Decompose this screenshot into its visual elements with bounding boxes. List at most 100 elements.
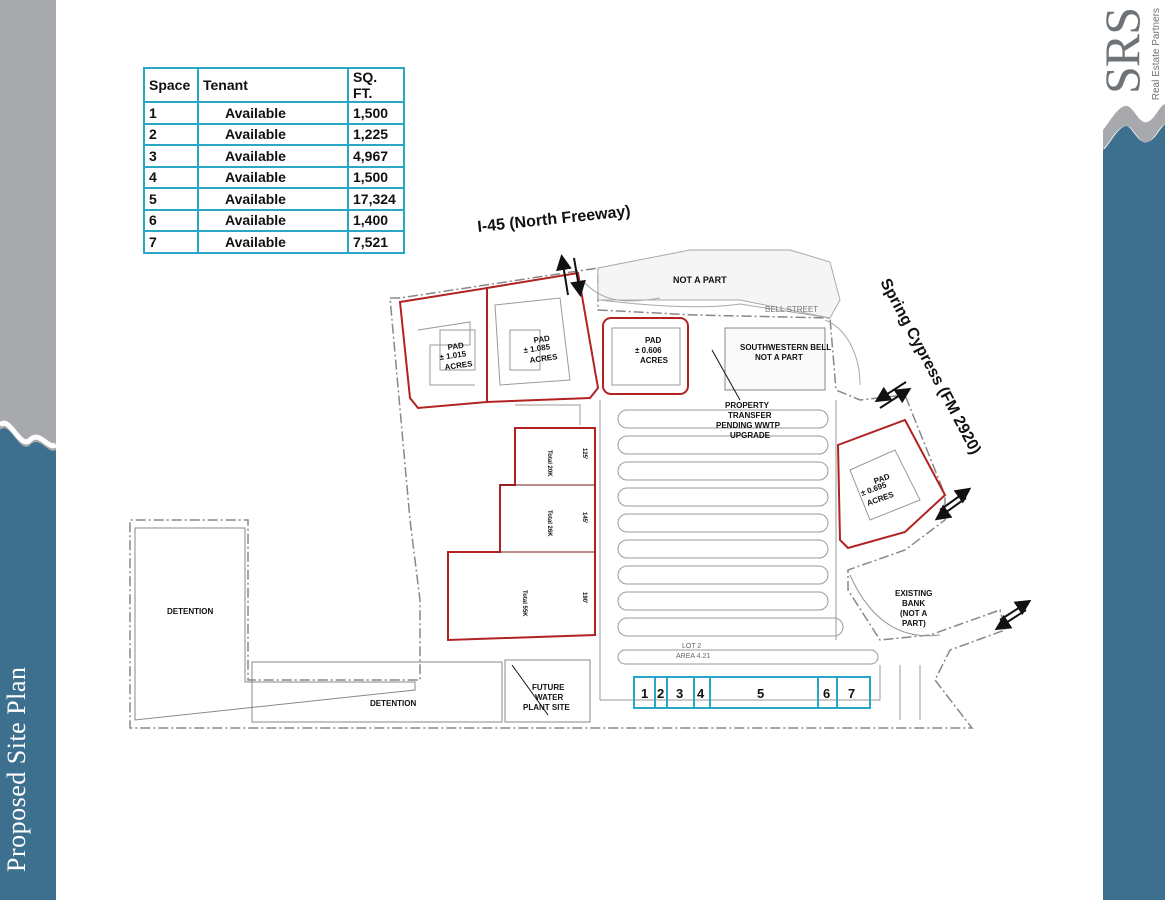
bldg-b-dim: 145'	[581, 512, 587, 524]
table-row: 5 Available 17,324	[143, 187, 405, 211]
road-label-east: Spring Cypress (FM 2920)	[876, 276, 983, 457]
southwestern-bell-label-2: NOT A PART	[755, 353, 803, 362]
cell-sqft: 1,400	[347, 208, 405, 232]
pad2-driveway	[494, 297, 571, 386]
pad3-label-2: ± 0.606	[635, 346, 662, 355]
header-space: Space	[143, 67, 199, 103]
pad3-driveway	[611, 327, 681, 386]
logo-subtitle: Real Estate Partners	[1151, 8, 1162, 101]
water-plant-label-1: FUTURE	[532, 683, 565, 692]
cell-space: 4	[143, 165, 199, 189]
cell-tenant: Available	[197, 165, 349, 189]
water-plant-area	[504, 659, 591, 723]
space-number-6: 6	[823, 686, 830, 701]
property-boundary	[129, 267, 1006, 729]
water-plant-label-2: WATER	[535, 693, 564, 702]
property-transfer-label-3: PENDING WWTP	[716, 421, 781, 430]
bldg-a-dim: 125'	[581, 448, 587, 460]
pad4-driveway	[849, 449, 921, 521]
bank-driveway	[849, 574, 941, 637]
cell-tenant: Available	[197, 187, 349, 211]
pad-parcel-2	[486, 271, 600, 404]
header-tenant: Tenant	[197, 67, 349, 103]
detention-left-area	[134, 527, 416, 721]
cell-sqft: 1,500	[347, 165, 405, 189]
pad1-label-3: ACRES	[444, 359, 474, 372]
bldg-b-label: Total 26K	[546, 510, 552, 537]
tenant-table: Space Tenant SQ. FT. 1 Available 1,500 2…	[143, 67, 405, 254]
bell-street-label: BELL STREET	[765, 305, 818, 314]
table-row: 7 Available 7,521	[143, 230, 405, 254]
existing-bank-label-4: PART)	[902, 619, 926, 628]
space-number-1: 1	[641, 686, 648, 701]
existing-bank-label-2: BANK	[902, 599, 925, 608]
table-row: 3 Available 4,967	[143, 144, 405, 168]
cell-space: 3	[143, 144, 199, 168]
bldg-c-label: Total 55K	[521, 590, 527, 617]
parking-field	[515, 400, 921, 720]
left-sidebar-graphic	[0, 0, 56, 900]
table-row: 2 Available 1,225	[143, 122, 405, 146]
pad-parcel-1	[398, 286, 488, 410]
space-number-3: 3	[676, 686, 683, 701]
lot-label: LOT 2	[682, 643, 701, 650]
southwestern-bell-parcel	[724, 327, 826, 391]
cell-sqft: 1,225	[347, 122, 405, 146]
bell-street-road	[599, 299, 831, 319]
pad2-label-1: PAD	[533, 334, 551, 345]
cell-space: 1	[143, 101, 199, 125]
north-access-road	[581, 279, 661, 302]
cell-space: 2	[143, 122, 199, 146]
pad1-label-1: PAD	[447, 341, 465, 352]
logo-letters: SRS	[1103, 8, 1150, 94]
cell-space: 5	[143, 187, 199, 211]
right-sidebar-graphic	[1103, 0, 1165, 900]
southwestern-bell-road	[824, 319, 861, 386]
pad3-label-3: ACRES	[640, 356, 669, 365]
site-plan: I-45 (North Freeway) Spring Cypress (FM …	[129, 203, 1032, 729]
road-label-north: I-45 (North Freeway)	[477, 203, 632, 236]
water-plant-pointer	[511, 664, 549, 716]
cell-tenant: Available	[197, 230, 349, 254]
not-a-part-area	[597, 249, 841, 319]
pad-parcel-4	[836, 418, 947, 550]
strip-center	[633, 676, 871, 709]
header-sqft: SQ. FT.	[347, 67, 405, 103]
bldg-a-label: Total 20K	[546, 450, 552, 477]
existing-bank-label-1: EXISTING	[895, 589, 932, 598]
pad1-building	[439, 329, 476, 371]
pad-parcel-3	[602, 317, 689, 395]
pad2-building	[509, 329, 541, 371]
space-number-5: 5	[757, 686, 764, 701]
access-arrows	[556, 254, 1032, 631]
property-transfer-label-4: UPGRADE	[730, 431, 771, 440]
pad1-driveway	[417, 321, 475, 386]
left-sidebar: Proposed Site Plan	[0, 0, 56, 900]
table-row: 6 Available 1,400	[143, 208, 405, 232]
cell-sqft: 4,967	[347, 144, 405, 168]
water-plant-label-3: PLANT SITE	[523, 703, 570, 712]
pad2-label-3: ACRES	[529, 352, 559, 365]
space-number-2: 2	[657, 686, 664, 701]
cell-tenant: Available	[197, 208, 349, 232]
right-sidebar: SRS Real Estate Partners	[1103, 0, 1165, 900]
cell-space: 7	[143, 230, 199, 254]
not-a-part-label: NOT A PART	[673, 275, 727, 285]
table-row: 4 Available 1,500	[143, 165, 405, 189]
space-number-7: 7	[848, 686, 855, 701]
detention-bottom-label: DETENTION	[370, 699, 416, 708]
cell-space: 6	[143, 208, 199, 232]
property-transfer-pointer	[711, 349, 741, 401]
existing-bank-label-3: (NOT A	[900, 609, 927, 618]
cell-sqft: 7,521	[347, 230, 405, 254]
property-transfer-label-2: TRANSFER	[728, 411, 772, 420]
southwestern-bell-label-1: SOUTHWESTERN BELL	[740, 343, 831, 352]
table-header-row: Space Tenant SQ. FT.	[143, 67, 405, 103]
cell-tenant: Available	[197, 144, 349, 168]
cell-sqft: 17,324	[347, 187, 405, 211]
detention-left-label: DETENTION	[167, 607, 213, 616]
area-label: AREA 4.21	[676, 653, 710, 660]
detention-bottom-area	[251, 661, 503, 723]
cell-tenant: Available	[197, 122, 349, 146]
bldg-c-dim: 190'	[581, 592, 587, 604]
